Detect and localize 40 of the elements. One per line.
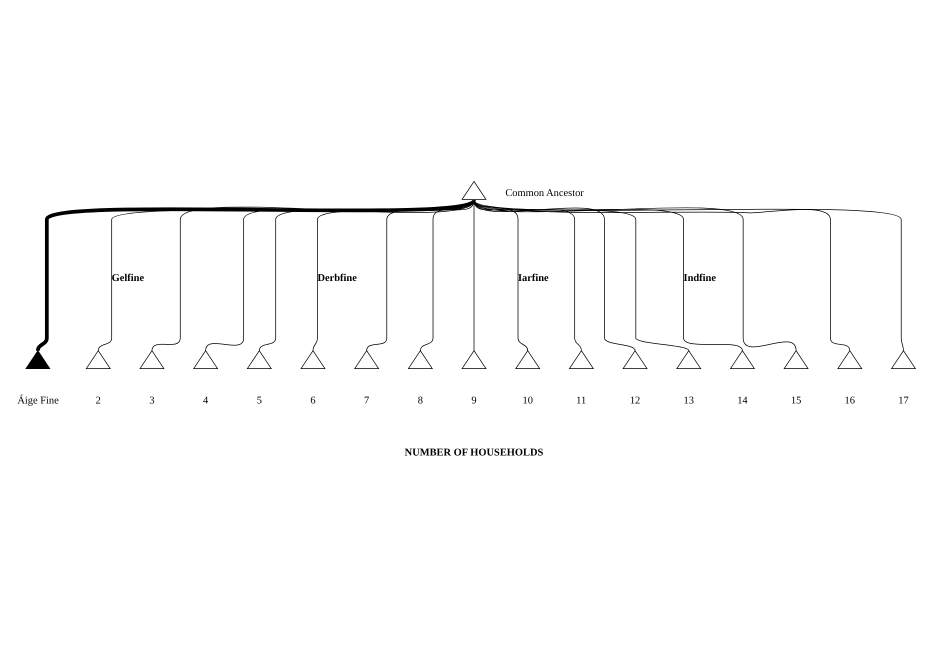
node-label: 3 [149,394,155,406]
node-label: 11 [576,394,586,406]
node-label: 16 [844,394,855,406]
node-triangle [300,350,326,368]
node-label: Common Ancestor [505,188,584,199]
node-label: 9 [471,394,477,406]
node-label: Áige Fine [17,394,59,406]
node-label: 10 [522,394,533,406]
label: NUMBER OF HOUSEHOLDS [404,447,544,458]
node-label: 8 [418,394,423,406]
edge-label: Gelfine [112,272,144,284]
node-label: 4 [203,394,208,406]
node-triangle [515,350,540,368]
node-triangle [676,350,702,368]
node-label: 15 [790,394,802,406]
node-triangle [461,350,487,368]
node-triangle [139,350,165,368]
node-label: 5 [256,394,262,406]
connector [474,199,690,351]
node-label: 17 [898,394,909,406]
node-triangle [568,350,594,368]
node-triangle [246,350,272,368]
node-triangle [622,350,648,368]
node-label: 6 [310,394,316,406]
node-triangle [783,350,809,368]
node-label: 2 [96,394,101,406]
node-label: 7 [364,394,370,406]
connector [474,199,743,351]
node-triangle [86,350,111,368]
node-label: 12 [630,394,640,406]
node-label: 13 [684,394,694,406]
node-label: 14 [737,394,748,406]
node-triangle [25,350,50,368]
node-triangle [461,180,487,200]
node-triangle [193,350,218,368]
node-triangle [837,350,862,368]
node-triangle [730,350,756,368]
node-triangle [354,350,380,368]
node-triangle [890,350,916,368]
node-triangle [408,350,433,368]
